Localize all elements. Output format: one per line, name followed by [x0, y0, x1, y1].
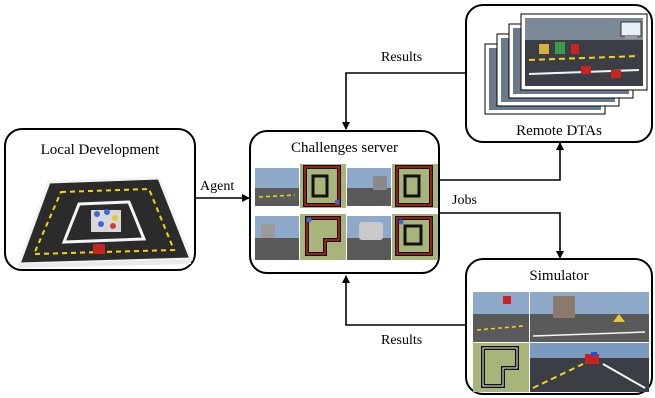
challenges-server-preview	[255, 164, 438, 260]
remote-dtas-stacked-screens	[484, 13, 648, 115]
challenges-server-box: Challenges server	[249, 130, 440, 274]
agent-label: Agent	[200, 179, 235, 194]
simulator-box: Simulator	[465, 258, 653, 395]
remote-dtas-box: Remote DTAs	[465, 4, 653, 143]
simulator-title: Simulator	[529, 268, 589, 284]
duckietown-mat-image	[16, 176, 193, 268]
local-development-title: Local Development	[40, 142, 160, 158]
results-bottom-arrow	[342, 275, 465, 326]
jobs-arrow	[440, 212, 564, 259]
simulator-preview	[473, 292, 649, 392]
results-top-label: Results	[381, 50, 423, 65]
challenges-server-title: Challenges server	[290, 140, 399, 156]
server-to-remote-arrow	[440, 142, 564, 181]
results-bottom-label: Results	[381, 333, 423, 348]
remote-dtas-title: Remote DTAs	[516, 123, 602, 139]
results-top-arrow	[342, 72, 465, 130]
jobs-label: Jobs	[452, 193, 477, 208]
local-development-box: Local Development	[4, 128, 196, 271]
